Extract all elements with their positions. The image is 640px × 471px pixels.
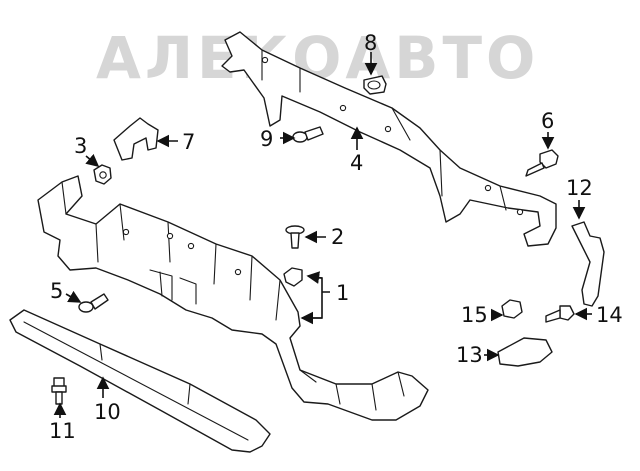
callout-4: 4 bbox=[350, 151, 363, 175]
callout-3: 3 bbox=[74, 134, 87, 158]
leader-lines bbox=[53, 52, 592, 418]
callout-10: 10 bbox=[94, 400, 121, 424]
bolt-11 bbox=[51, 377, 67, 405]
bolt-9 bbox=[292, 126, 324, 143]
callout-15: 15 bbox=[461, 303, 488, 327]
bolt-14 bbox=[545, 305, 575, 323]
callout-9: 9 bbox=[260, 127, 273, 151]
upper-tie-bar bbox=[221, 31, 557, 247]
bracket-7 bbox=[113, 117, 159, 161]
radiator-support-assembly bbox=[37, 175, 429, 421]
nut-15 bbox=[501, 299, 523, 319]
callout-8: 8 bbox=[364, 31, 377, 55]
callout-2: 2 bbox=[331, 225, 344, 249]
callout-numbers: 1 2 3 4 5 6 7 8 9 10 11 12 13 14 15 bbox=[49, 31, 623, 443]
bracket-12 bbox=[571, 221, 605, 307]
plate-13 bbox=[497, 337, 553, 367]
callout-7: 7 bbox=[182, 130, 195, 154]
bolt-5 bbox=[78, 293, 109, 313]
lower-deflector bbox=[9, 309, 271, 453]
callout-5: 5 bbox=[50, 279, 63, 303]
bolt-6 bbox=[525, 149, 559, 177]
callout-11: 11 bbox=[49, 419, 76, 443]
callout-12: 12 bbox=[566, 176, 593, 200]
callout-13: 13 bbox=[456, 343, 483, 367]
nut-3 bbox=[93, 164, 112, 185]
pin-2 bbox=[285, 225, 305, 249]
clip-8 bbox=[363, 75, 387, 95]
nut-1 bbox=[283, 267, 303, 287]
callout-14: 14 bbox=[596, 303, 623, 327]
callout-1: 1 bbox=[336, 281, 349, 305]
callout-6: 6 bbox=[541, 109, 554, 133]
